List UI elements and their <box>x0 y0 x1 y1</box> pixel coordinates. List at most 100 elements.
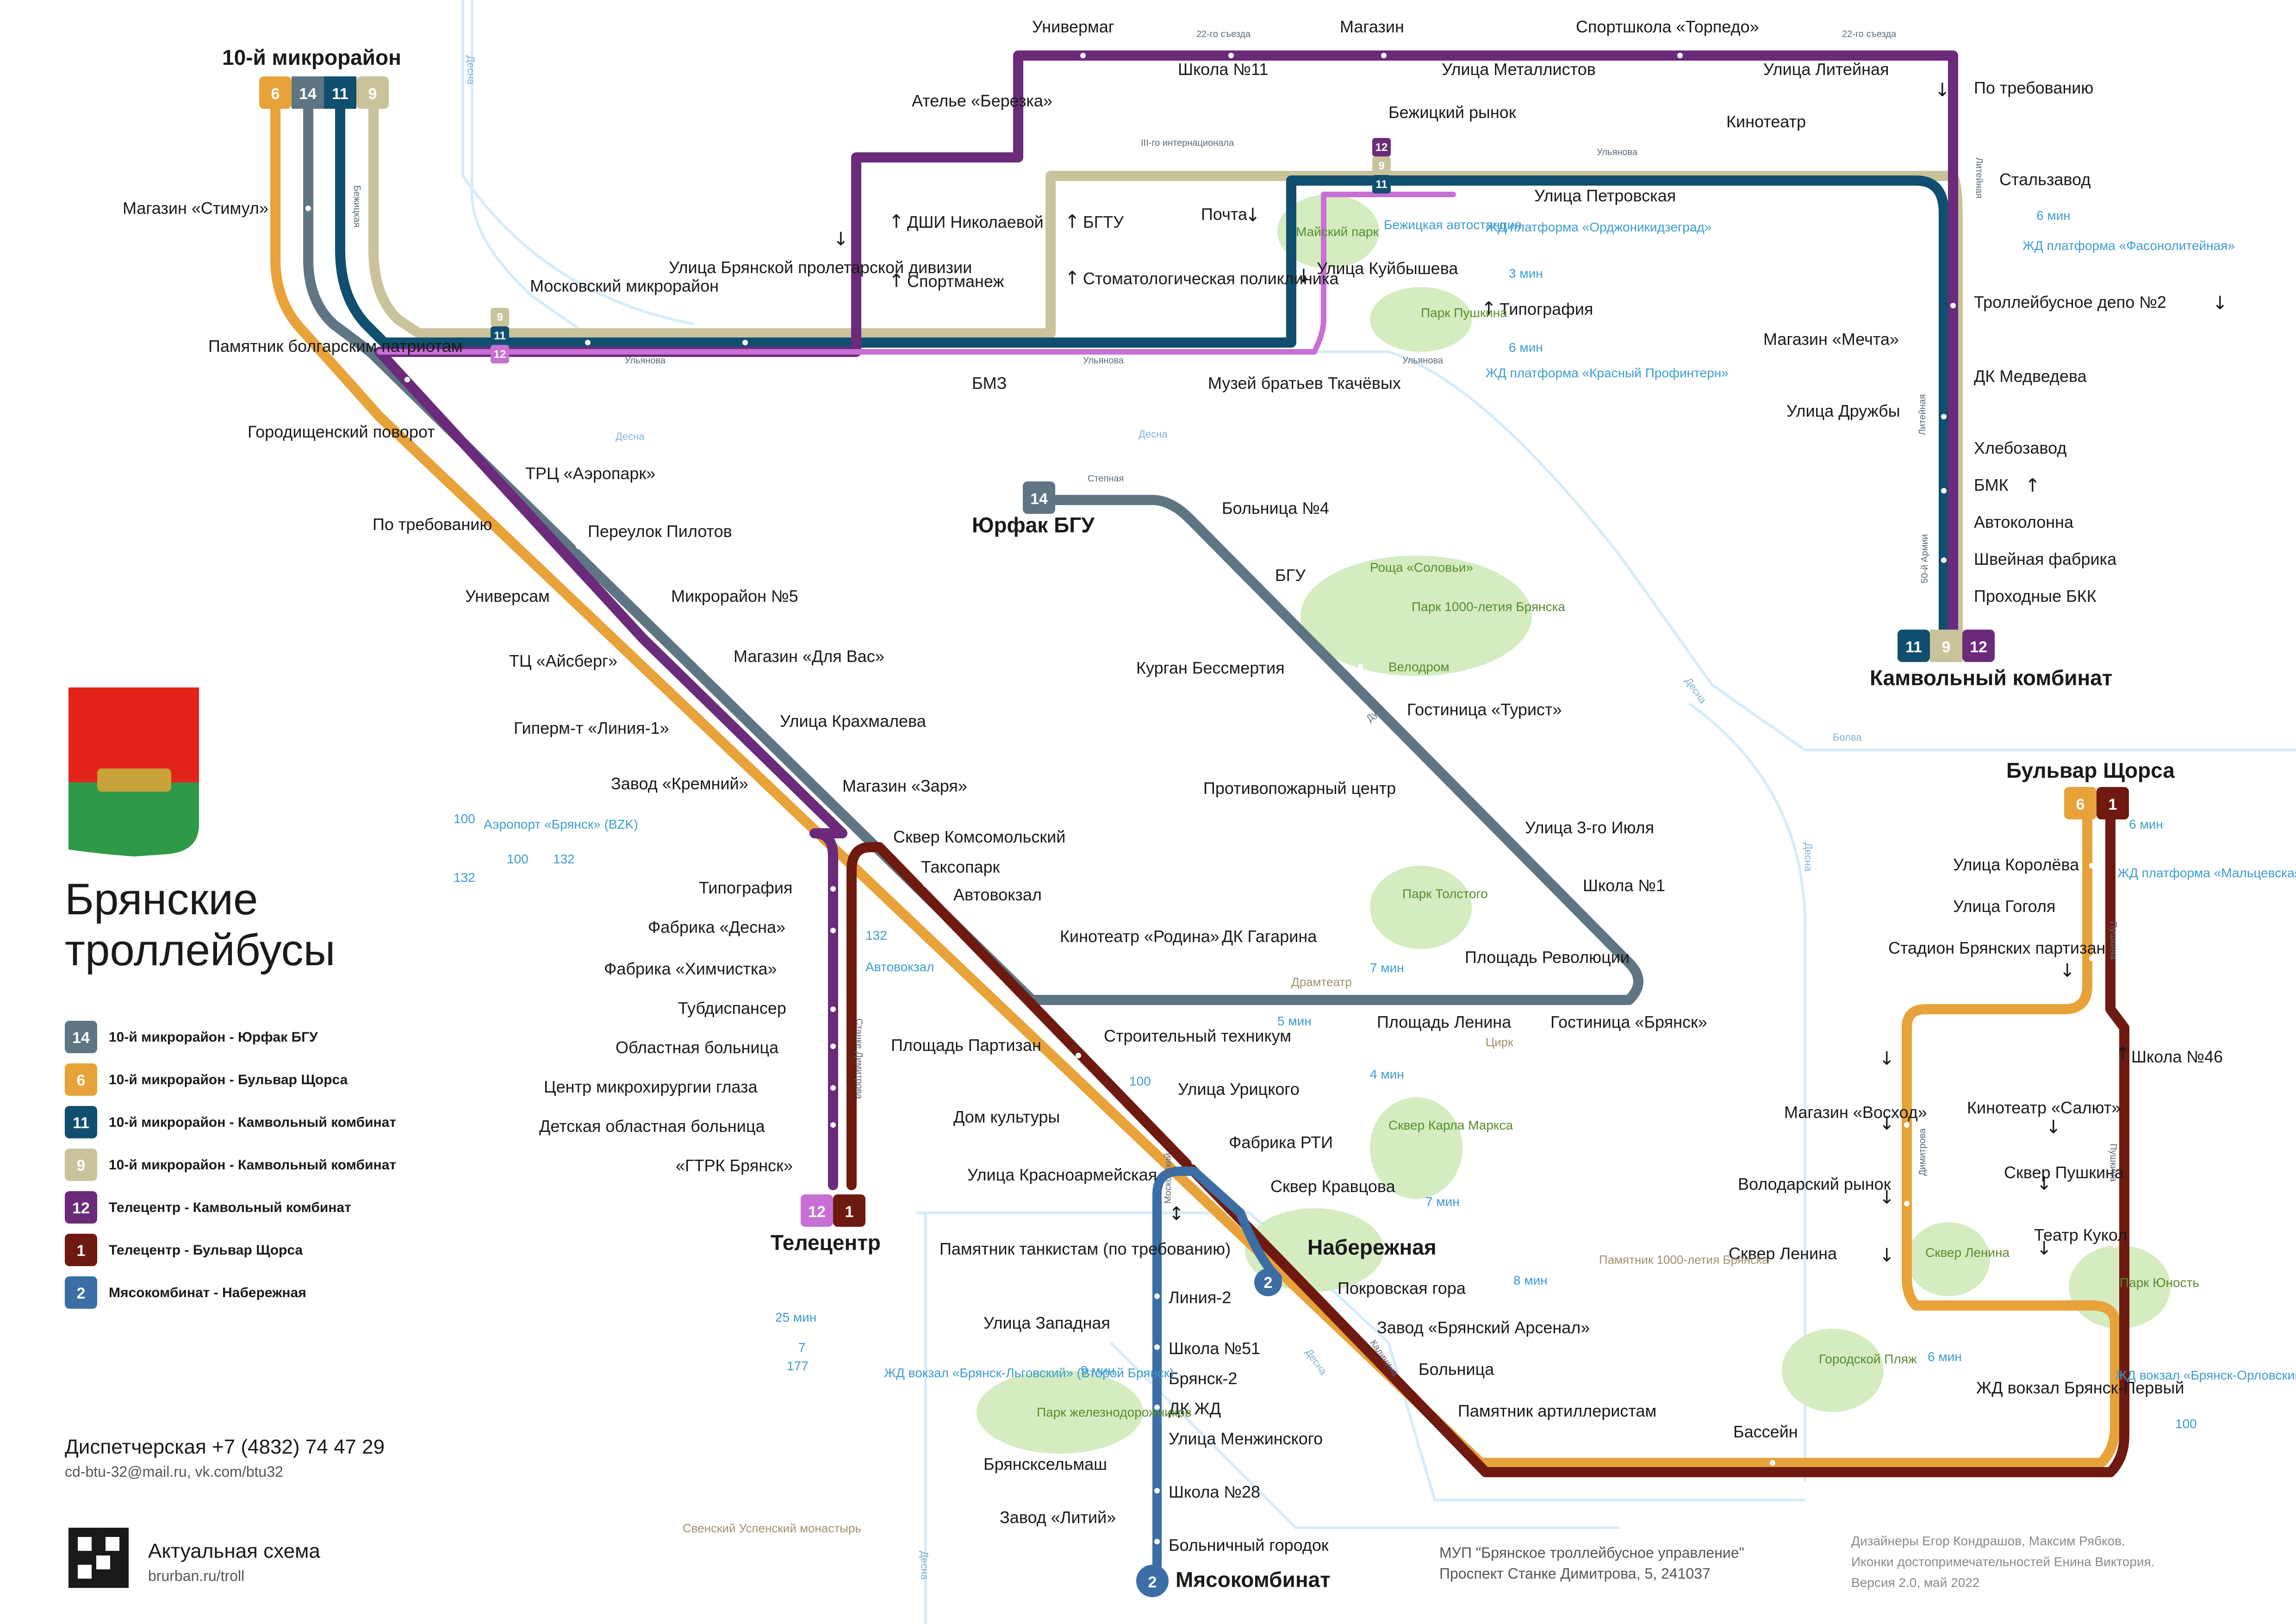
stop-shkola11[interactable]: Школа №11 <box>1178 60 1268 79</box>
stop-gorodish[interactable]: Городищенский поворот <box>248 422 435 441</box>
stop-hlebozavod[interactable]: Хлебозавод <box>1974 438 2066 457</box>
stop-lenina-sq[interactable]: Сквер Ленина <box>1729 1244 1837 1263</box>
stop-zhd-bryansk1[interactable]: ЖД вокзал Брянск-Первый <box>1976 1378 2184 1397</box>
stop-stomat[interactable]: Стоматологическая поликлиника <box>1083 269 1339 288</box>
terminal-shchors[interactable]: 6 1 Бульвар Щорса <box>2006 758 2175 819</box>
stop-proletar[interactable]: Улица Брянской пролетарской дивизии <box>669 258 972 277</box>
dispatch-phone[interactable]: Диспетчерская +7 (4832) 74 47 29 <box>65 1436 385 1458</box>
stop-himchistka[interactable]: Фабрика «Химчистка» <box>604 959 777 978</box>
stop-pl-revol[interactable]: Площадь Революции <box>1465 948 1630 967</box>
stop-menzhinskogo[interactable]: Улица Менжинского <box>1169 1429 1323 1448</box>
stop-arsenal[interactable]: Завод «Брянский Арсенал» <box>1377 1318 1590 1337</box>
stop-metallistov[interactable]: Улица Металлистов <box>1442 60 1596 79</box>
stop-shkola46[interactable]: Школа №46 <box>2131 1047 2223 1066</box>
terminal-mkr10[interactable]: 6 14 11 9 10-й микрорайон <box>222 45 401 109</box>
stop-tkachevyh[interactable]: Музей братьев Ткачёвых <box>1208 374 1401 393</box>
stop-taksopark[interactable]: Таксопарк <box>921 857 1000 876</box>
stop-bmk[interactable]: БМК <box>1974 475 2009 494</box>
contacts[interactable]: cd-btu-32@mail.ru, vk.com/btu32 <box>65 1463 283 1480</box>
stop-salyut[interactable]: Кинотеатр «Салют» <box>1967 1098 2121 1117</box>
stop-pushkina-sq[interactable]: Сквер Пушкина <box>2004 1163 2124 1182</box>
stop-zapadnaya[interactable]: Улица Западная <box>983 1313 1110 1332</box>
stop-kinoteatr[interactable]: Кинотеатр <box>1726 112 1806 131</box>
stop-korolyova[interactable]: Улица Королёва <box>1953 855 2079 874</box>
stop-po-treb-2[interactable]: По требованию <box>1974 78 2093 97</box>
stop-liteynaya[interactable]: Улица Литейная <box>1763 60 1889 79</box>
stop-basseyn[interactable]: Бассейн <box>1733 1422 1798 1441</box>
stop-mikrohir[interactable]: Центр микрохирургии глаза <box>544 1077 758 1096</box>
stop-stalzavod[interactable]: Стальзавод <box>1999 170 2091 189</box>
stop-desna[interactable]: Фабрика «Десна» <box>648 918 785 937</box>
stop-bgtu[interactable]: БГТУ <box>1083 212 1124 231</box>
stop-gtrk[interactable]: «ГТРК Брянск» <box>676 1156 793 1175</box>
stop-liniya1[interactable]: Гиперм-т «Линия-1» <box>514 718 669 737</box>
stop-petrovskaya[interactable]: Улица Петровская <box>1534 186 1676 205</box>
stop-krasnoarm[interactable]: Улица Красноармейская <box>967 1165 1157 1184</box>
stop-rodina[interactable]: Кинотеатр «Родина» <box>1060 927 1220 946</box>
stop-depo2[interactable]: Троллейбусное депо №2 <box>1974 293 2166 312</box>
stop-dshi[interactable]: ДШИ Николаевой <box>907 212 1044 231</box>
terminal-naberezh[interactable]: 2 Набережная <box>1254 1235 1437 1296</box>
stop-volodar[interactable]: Володарский рынок <box>1738 1174 1891 1193</box>
stop-tipografia-r[interactable]: Типография <box>1500 300 1593 319</box>
stop-bez-rynok[interactable]: Бежицкий рынок <box>1388 103 1516 122</box>
stop-mkr5[interactable]: Микрорайон №5 <box>671 587 798 606</box>
stop-stadion[interactable]: Стадион Брянских партизан <box>1888 938 2105 957</box>
stop-pl-partizan[interactable]: Площадь Партизан <box>891 1036 1041 1055</box>
stop-moskovsky[interactable]: Московский микрорайон <box>530 276 719 295</box>
stop-univermag[interactable]: Универмаг <box>1032 17 1114 36</box>
stop-pokrov[interactable]: Покровская гора <box>1338 1279 1466 1298</box>
stop-bmz[interactable]: БМЗ <box>972 374 1007 393</box>
stop-voshod[interactable]: Магазин «Восход» <box>1784 1103 1927 1122</box>
stop-zarya[interactable]: Магазин «Заря» <box>842 776 967 795</box>
stop-kurgan[interactable]: Курган Бессмертия <box>1136 658 1285 677</box>
stop-bolnichny[interactable]: Больничный городок <box>1169 1536 1329 1555</box>
stop-liniya2[interactable]: Линия-2 <box>1169 1288 1231 1307</box>
stop-torpedo[interactable]: Спортшкола «Торпедо» <box>1576 17 1759 36</box>
stop-bgu[interactable]: БГУ <box>1275 566 1306 585</box>
stop-kukol[interactable]: Театр Кукол <box>2034 1225 2127 1244</box>
stop-protivopozh[interactable]: Противопожарный центр <box>1203 779 1396 798</box>
stop-shveynaya[interactable]: Швейная фабрика <box>1974 550 2117 568</box>
stop-kremniy[interactable]: Завод «Кремний» <box>611 774 748 793</box>
stop-gogolya[interactable]: Улица Гоголя <box>1953 897 2055 916</box>
stop-prohodnye[interactable]: Проходные БКК <box>1974 587 2097 606</box>
stop-pl-lenina[interactable]: Площадь Ленина <box>1377 1012 1512 1031</box>
stop-uritskogo[interactable]: Улица Урицкого <box>1178 1080 1300 1099</box>
stop-pochta[interactable]: Почта <box>1201 205 1248 224</box>
stop-dom-kult[interactable]: Дом культуры <box>953 1107 1060 1126</box>
stop-shkola1[interactable]: Школа №1 <box>1583 876 1665 895</box>
stop-kuybysheva[interactable]: Улица Куйбышева <box>1317 259 1458 278</box>
stop-tankistam[interactable]: Памятник танкистам (по требованию) <box>940 1239 1231 1258</box>
stop-shkola51[interactable]: Школа №51 <box>1169 1339 1260 1358</box>
stop-rti[interactable]: Фабрика РТИ <box>1229 1133 1333 1152</box>
stop-atelie[interactable]: Ателье «Березка» <box>912 91 1052 110</box>
stop-mechta[interactable]: Магазин «Мечта» <box>1763 330 1899 349</box>
stop-bolnitsa[interactable]: Больница <box>1419 1360 1494 1379</box>
stop-obl-bol[interactable]: Областная больница <box>616 1038 779 1057</box>
terminal-myaso[interactable]: 2 Мясокомбинат <box>1136 1565 1331 1597</box>
stop-pamyatnik-bolg[interactable]: Памятник болгарским патриотам <box>208 337 463 356</box>
terminal-kamvol[interactable]: 11 9 12 Камвольный комбинат <box>1870 630 2112 690</box>
stop-medvedeva[interactable]: ДК Медведева <box>1974 367 2087 386</box>
terminal-urfak[interactable]: 14 Юрфак БГУ <box>972 481 1095 537</box>
stop-stroit[interactable]: Строительный техникум <box>1104 1026 1291 1045</box>
stop-po-treb-1[interactable]: По требованию <box>373 515 492 534</box>
stop-artill[interactable]: Памятник артиллеристам <box>1458 1401 1656 1420</box>
stop-krahmaleva[interactable]: Улица Крахмалева <box>780 712 927 731</box>
stop-universam[interactable]: Универсам <box>465 587 550 606</box>
stop-turist[interactable]: Гостиница «Турист» <box>1407 700 1562 719</box>
stop-avtovokzal[interactable]: Автовокзал <box>953 885 1042 904</box>
stop-shkola28[interactable]: Школа №28 <box>1169 1482 1260 1501</box>
stop-druzhby[interactable]: Улица Дружбы <box>1786 401 1900 420</box>
stop-gagarina[interactable]: ДК Гагарина <box>1222 927 1317 946</box>
stop-bryanskselmash[interactable]: Брянсксельмаш <box>983 1455 1107 1474</box>
scheme-url[interactable]: brurban.ru/troll <box>148 1568 244 1584</box>
stop-magazin[interactable]: Магазин <box>1340 17 1404 36</box>
stop-iyulya3[interactable]: Улица 3-го Июля <box>1525 818 1654 837</box>
stop-tipografia-l[interactable]: Типография <box>699 878 792 897</box>
stop-litiy[interactable]: Завод «Литий» <box>1000 1508 1116 1527</box>
stop-sportmanezh[interactable]: Спортманеж <box>907 272 1004 291</box>
stop-bolnitsa4[interactable]: Больница №4 <box>1222 499 1329 518</box>
stop-aisberg[interactable]: ТЦ «Айсберг» <box>509 651 617 670</box>
